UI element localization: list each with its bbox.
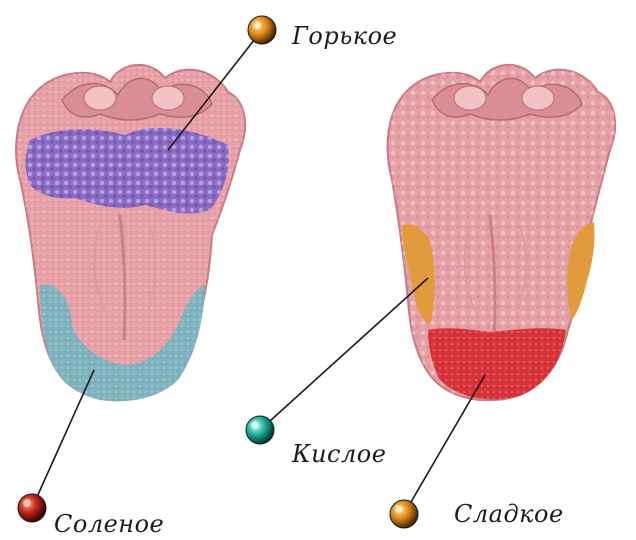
black-orange-ball-icon (390, 500, 418, 528)
label-sweet: Сладкое (454, 500, 564, 528)
label-salty: Соленое (54, 510, 164, 538)
leader-line-sour (260, 278, 428, 430)
black-orange-ball-icon (248, 16, 276, 44)
label-bitter: Горькое (292, 22, 397, 50)
right-tongue (388, 65, 616, 400)
leader-line-sweet (404, 375, 485, 514)
black-red-ball-icon (18, 494, 46, 522)
label-sour: Кислое (292, 440, 386, 468)
teal-ball-icon (246, 416, 274, 444)
left-tongue (16, 65, 245, 401)
leader-line-salty (32, 370, 94, 508)
